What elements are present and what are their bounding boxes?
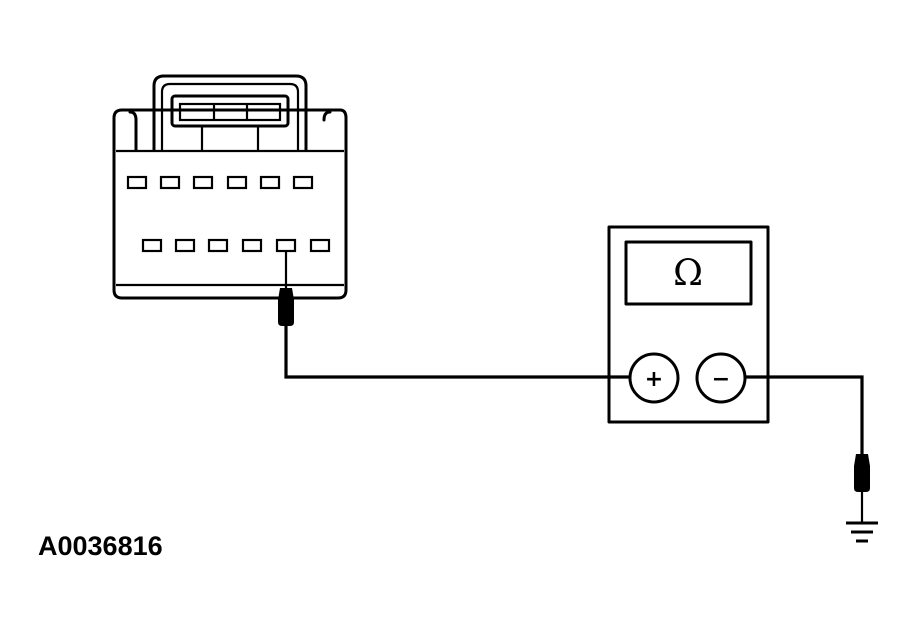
meter-positive-terminal [628, 352, 680, 404]
pin-cavity [226, 175, 248, 190]
meter-display-symbol: Ω [673, 253, 703, 294]
figure-id: A0036816 [38, 531, 163, 561]
ground-probe-icon [854, 454, 870, 522]
connector-bottom-pin-row [141, 238, 331, 253]
pin-cavity [159, 175, 181, 190]
meter-positive-label: + [645, 367, 663, 392]
connector-top-pin-row [126, 175, 314, 190]
pin-cavity [207, 238, 229, 253]
test-lead-positive [284, 326, 630, 379]
pin-cavity [259, 175, 281, 190]
ohmmeter-icon: Ω + − [607, 225, 770, 424]
pin-cavity [141, 238, 163, 253]
meter-negative-label: − [712, 367, 730, 392]
pin-cavity [126, 175, 148, 190]
connector-icon [112, 74, 348, 300]
pin-cavity [309, 238, 331, 253]
pin-cavity-probed [275, 238, 297, 253]
ground-icon [846, 521, 878, 543]
meter-display [624, 240, 753, 306]
pin-cavity [241, 238, 263, 253]
pin-cavity [292, 175, 314, 190]
pin-cavity [174, 238, 196, 253]
probe-icon [278, 251, 294, 326]
test-lead-negative [745, 375, 864, 456]
pin-cavity [192, 175, 214, 190]
